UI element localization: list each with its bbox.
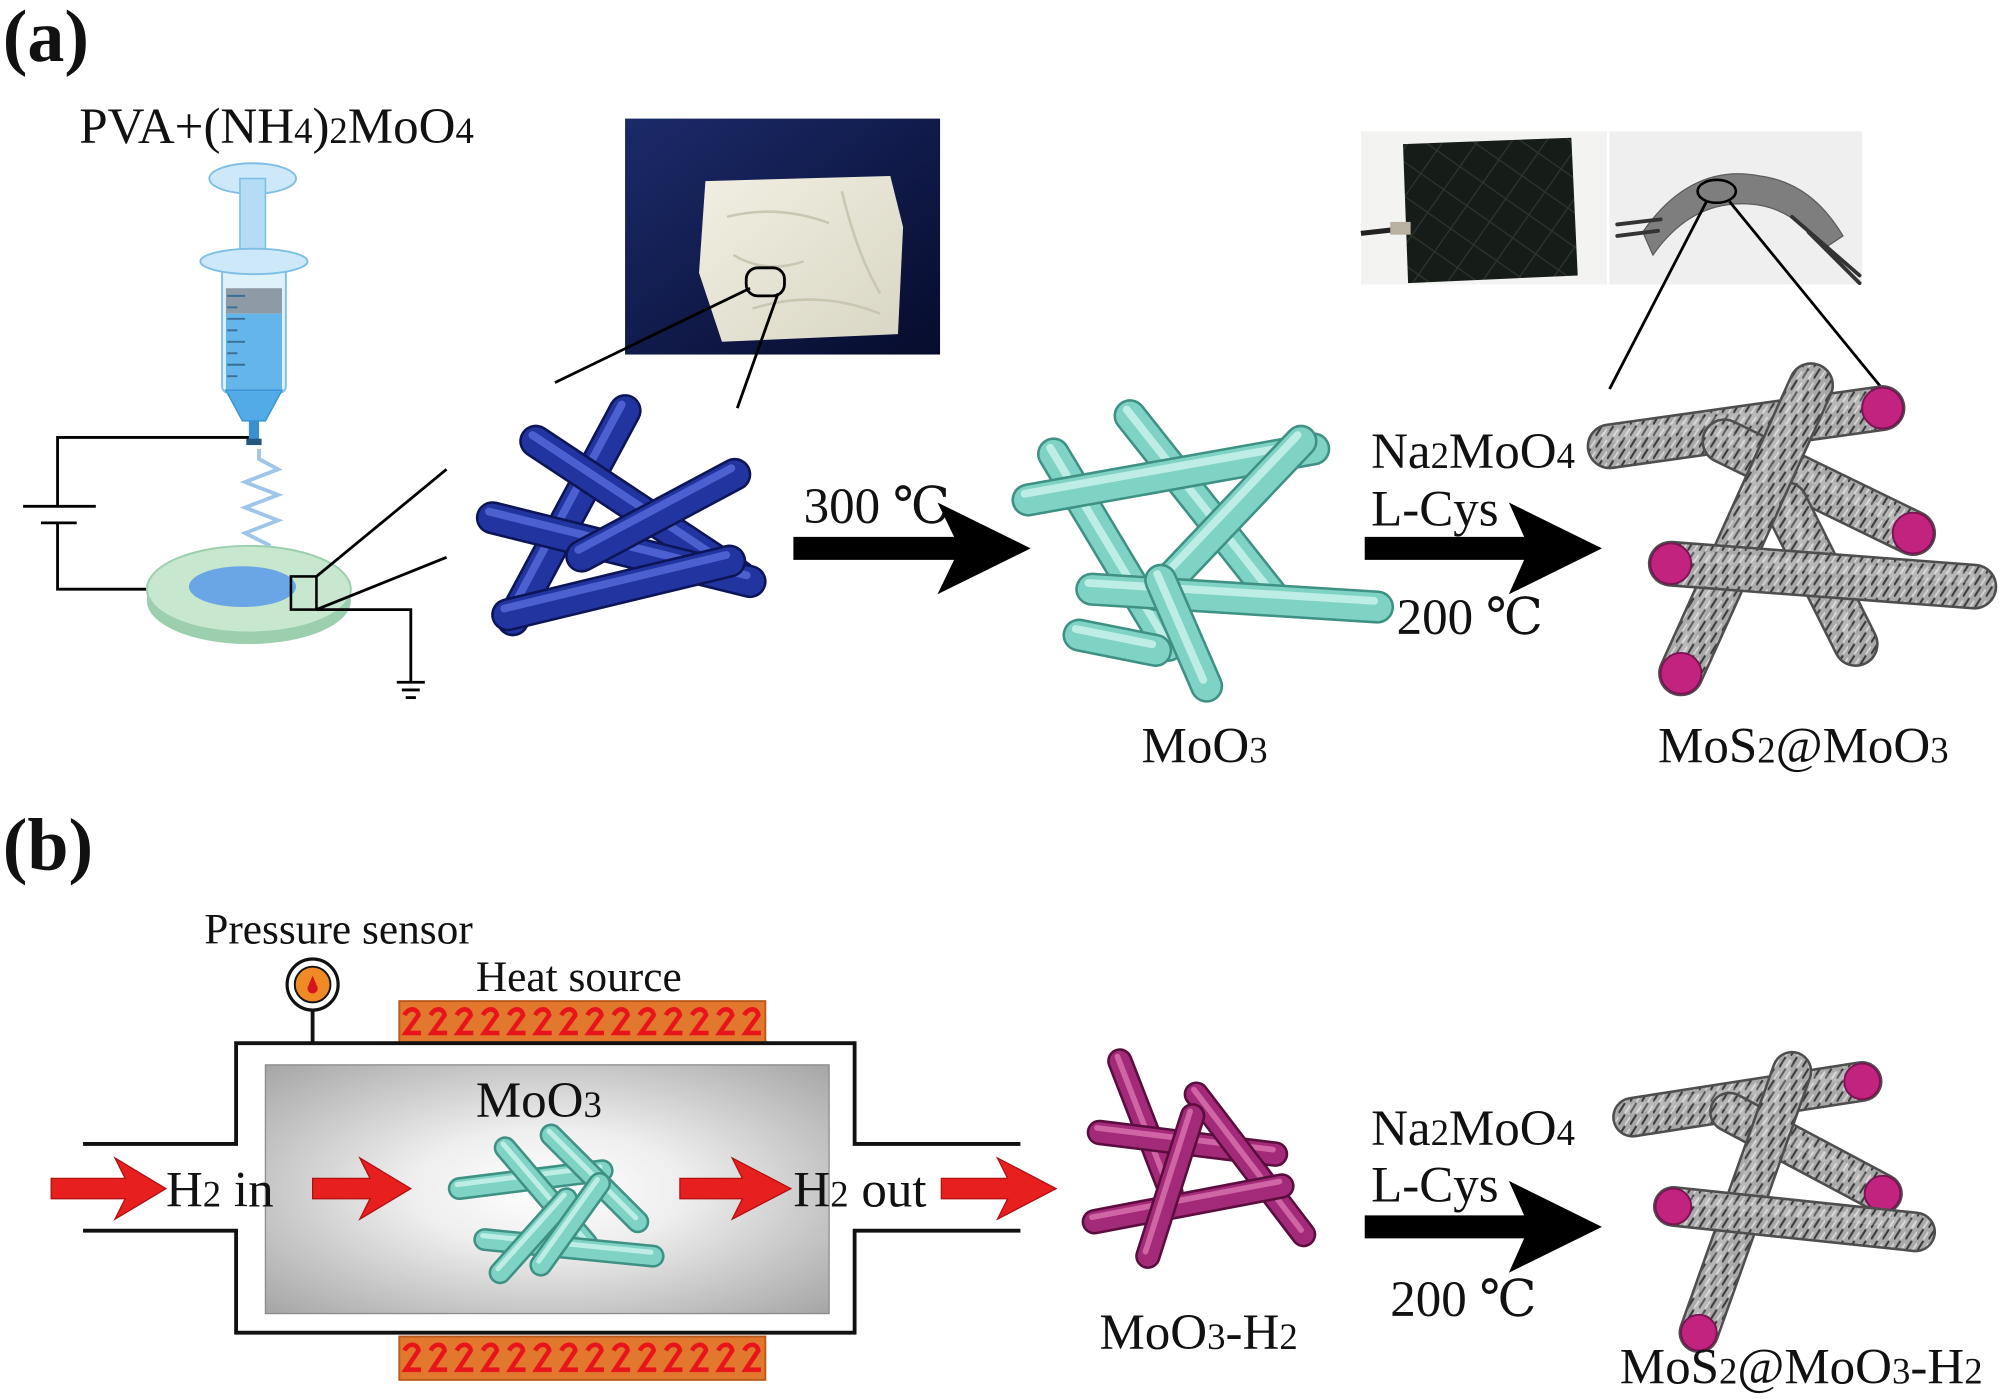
mos2-rod-core-end xyxy=(1843,1062,1881,1101)
mos2-rod-core-end xyxy=(1659,651,1703,695)
hydrothermal-condition: 200 ℃ xyxy=(1397,590,1543,646)
gas-flow-arrow xyxy=(940,1156,1058,1221)
zoom-line xyxy=(315,556,448,611)
moo3-h2-fiber-rod xyxy=(1183,1081,1317,1248)
mos2-rod-core-end xyxy=(1891,511,1935,555)
photo-electrospun-membrane xyxy=(625,118,941,355)
reagent-l-cys: L-Cys xyxy=(1371,1157,1499,1213)
moo3-fiber-rod xyxy=(1113,399,1293,616)
moo3-fibers xyxy=(1011,399,1395,703)
mos2-rod-core-end xyxy=(1649,542,1693,586)
mos2-coated-rod xyxy=(1647,540,1998,610)
mos2-coated-rod xyxy=(1658,362,1835,697)
moo3-h2-fiber-rod xyxy=(1135,1103,1206,1269)
moo3-fiber-rod xyxy=(1062,618,1173,667)
moo3-fiber-rod xyxy=(1139,424,1318,611)
pva-fiber-rod xyxy=(565,457,752,573)
process-arrow xyxy=(793,502,1031,595)
high-voltage-circuit xyxy=(23,436,249,591)
mos2-coated-fibers xyxy=(1612,1050,1937,1354)
product-label: MoS2@MoO3-H2 xyxy=(1620,1340,1983,1396)
gas-flow-arrow xyxy=(679,1156,793,1221)
panel-a-label: (a) xyxy=(3,0,89,77)
pva-fiber-rod xyxy=(491,544,747,632)
pressure-gauge-icon xyxy=(285,957,340,1044)
moo3-fiber-rod xyxy=(488,1187,578,1285)
reagent-na2moo4: Na2MoO4 xyxy=(1371,424,1575,480)
moo3-fiber-rod xyxy=(1075,572,1395,624)
pva-precursor-fibers xyxy=(475,394,767,637)
precursor-label: PVA+(NH4)2MoO4 xyxy=(79,99,474,155)
calcination-condition: 300 ℃ xyxy=(804,479,950,535)
mos2-rod-core-end xyxy=(1680,1313,1718,1352)
pressure-sensor-label: Pressure sensor xyxy=(204,906,473,954)
hydrothermal-condition: 200 ℃ xyxy=(1390,1272,1536,1328)
zoom-line xyxy=(315,468,448,578)
mos2-rod-core-end xyxy=(1863,1174,1902,1213)
moo3-fibers-in-chamber xyxy=(447,1123,665,1285)
moo3-fiber-rod xyxy=(1144,563,1224,703)
process-arrow xyxy=(1364,1180,1602,1273)
heater-top xyxy=(398,1000,767,1045)
product-label: MoS2@MoO3 xyxy=(1658,719,1949,775)
syringe xyxy=(199,162,309,446)
zoom-marker xyxy=(1696,178,1738,205)
heat-source-label: Heat source xyxy=(476,953,682,1001)
gas-out-label: H2 out xyxy=(793,1162,926,1218)
reagent-l-cys: L-Cys xyxy=(1371,481,1499,537)
zoom-line xyxy=(1608,200,1708,390)
moo3-h2-fiber-rod xyxy=(1081,1173,1295,1235)
reagent-na2moo4: Na2MoO4 xyxy=(1371,1101,1575,1157)
photo-black-mos2-membrane xyxy=(1360,131,1608,285)
panel-b-label: (b) xyxy=(3,804,93,886)
zoom-marker xyxy=(744,266,786,298)
panel-b: (b) Pressure sensor Heat source MoO3 H2 … xyxy=(3,804,1983,1396)
tube-wall xyxy=(83,1041,1021,1335)
mos2-rod-core-end xyxy=(1861,386,1904,430)
gas-flow-arrow xyxy=(311,1156,413,1221)
zoom-line xyxy=(1728,200,1884,390)
moo3-fiber-rod xyxy=(529,1171,612,1277)
heater-bottom xyxy=(398,1335,767,1381)
collector-plate xyxy=(145,544,352,645)
mos2-coated-fibers xyxy=(1586,362,1998,697)
mos2-rod-core-end xyxy=(1654,1187,1693,1226)
panel-a: (a) PVA+(NH4)2MoO4 xyxy=(3,0,1998,775)
gas-in-label: H2 in xyxy=(166,1162,274,1218)
tweezers xyxy=(1615,214,1862,286)
gas-flow-arrow xyxy=(50,1156,168,1221)
moo3-label: MoO3 xyxy=(1142,719,1268,775)
moo3-h2-label: MoO3-H2 xyxy=(1099,1305,1297,1361)
moo3-h2-fibers xyxy=(1081,1048,1317,1269)
zoom-line xyxy=(554,286,751,384)
zoom-line xyxy=(735,292,780,409)
zoom-marker xyxy=(289,575,318,611)
mos2-coated-rod xyxy=(1652,1186,1937,1253)
chamber-sample-label: MoO3 xyxy=(476,1073,602,1129)
ground-connection xyxy=(316,608,425,699)
process-arrow xyxy=(1364,502,1602,595)
pva-fiber-rod xyxy=(496,394,642,637)
electrospinning-jet xyxy=(239,448,284,548)
